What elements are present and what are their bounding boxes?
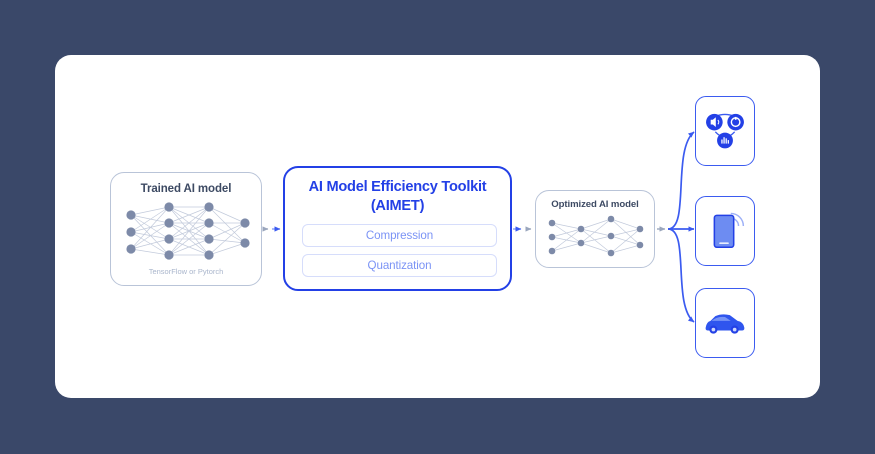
trained-model-framework-caption: TensorFlow or Pytorch xyxy=(148,267,224,276)
trained-model-box: Trained AI model TensorFlow or Pytorch xyxy=(110,172,262,286)
camera-icon xyxy=(727,113,744,131)
smartphone-icon xyxy=(713,214,735,249)
optimized-model-network-graphic xyxy=(548,215,644,257)
aimet-feature-quantization[interactable]: Quantization xyxy=(302,254,497,277)
smartphone-graphic xyxy=(713,212,745,249)
trained-model-title: Trained AI model xyxy=(140,183,232,195)
target-device-automotive[interactable] xyxy=(695,288,755,358)
aimet-box[interactable]: AI Model Efficiency Toolkit (AIMET) Comp… xyxy=(283,166,512,291)
speaker-icon xyxy=(706,113,723,131)
iot-devices-graphic xyxy=(706,113,744,149)
trained-model-network-graphic xyxy=(126,202,250,260)
aimet-title-line-2: (AIMET) xyxy=(370,197,425,214)
aimet-title: AI Model Efficiency Toolkit (AIMET) xyxy=(285,178,510,215)
target-device-iot[interactable] xyxy=(695,96,755,166)
voice-waveform-icon xyxy=(717,132,733,149)
aimet-title-line-1: AI Model Efficiency Toolkit xyxy=(308,179,487,195)
optimized-model-title: Optimized AI model xyxy=(551,199,639,210)
car-graphic xyxy=(705,314,745,334)
target-device-phone[interactable] xyxy=(695,196,755,266)
optimized-model-box: Optimized AI model xyxy=(535,190,655,268)
aimet-feature-compression[interactable]: Compression xyxy=(302,224,497,247)
car-icon xyxy=(705,314,745,334)
diagram-card: Trained AI model TensorFlow or Pytorch A… xyxy=(55,55,820,398)
